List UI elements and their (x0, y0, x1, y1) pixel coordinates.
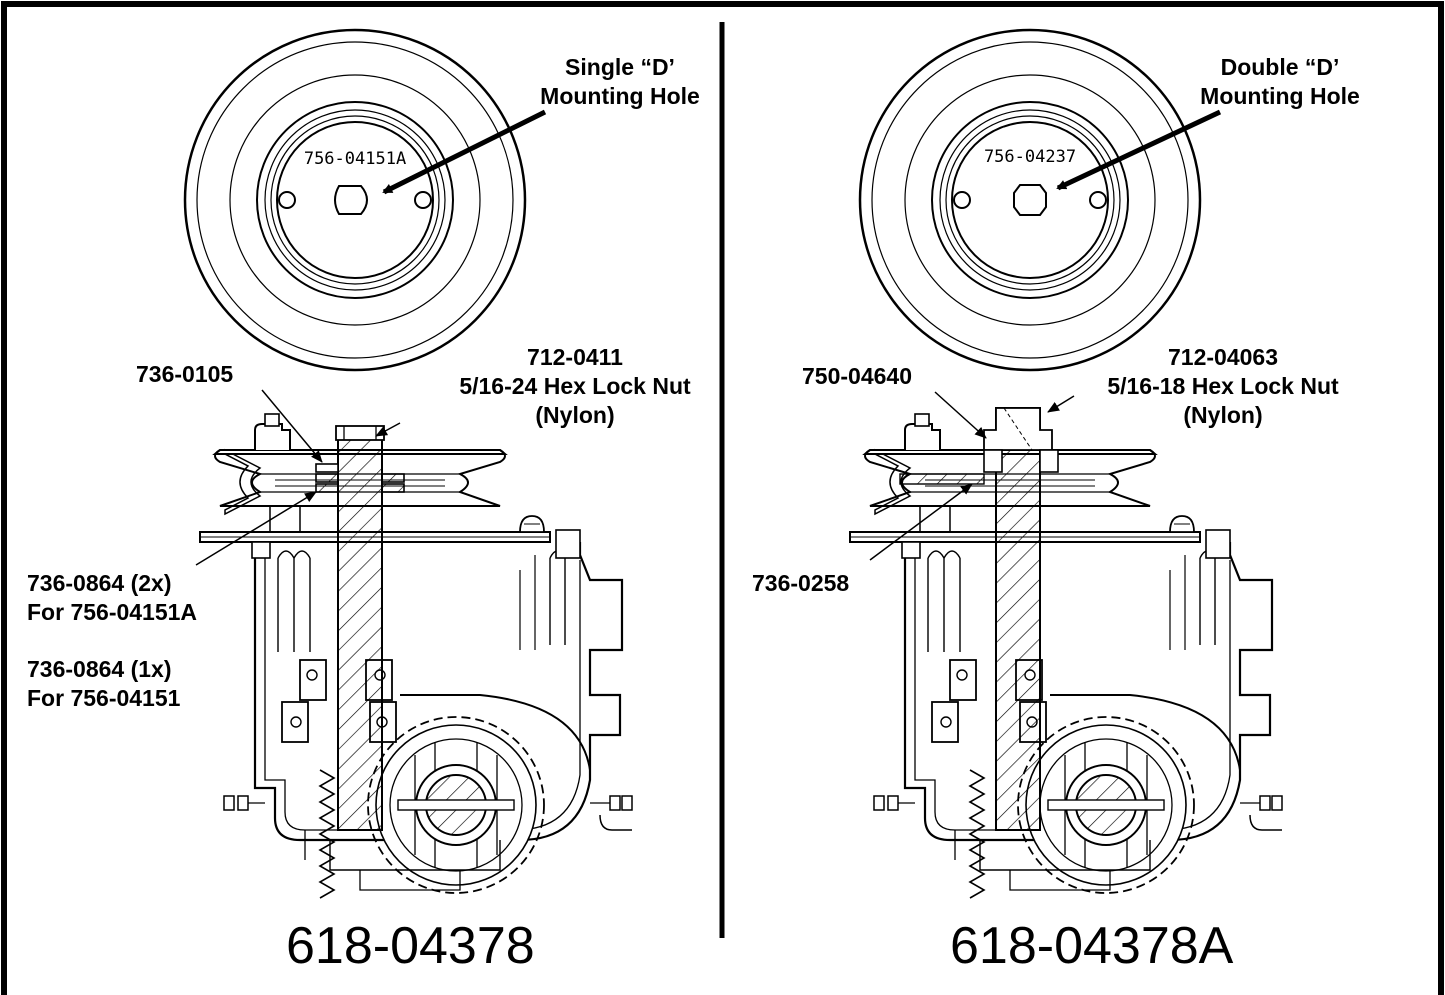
right-upper-part-label: 750-04640 (802, 363, 912, 389)
right-hole-arrow (1056, 109, 1222, 191)
right-lower-part-label: 736-0258 (752, 570, 850, 596)
left-nut-label: 712-0411 5/16-24 Hex Lock Nut (Nylon) (459, 344, 691, 428)
left-pulley-stamp: 756-04151A (304, 149, 406, 169)
right-hole-label: Double “D’ Mounting Hole (1200, 54, 1360, 109)
right-nut-leader (1047, 395, 1075, 413)
right-nut-label: 712-04063 5/16-18 Hex Lock Nut (Nylon) (1107, 344, 1339, 428)
right-model-number: 618-04378A (950, 917, 1234, 975)
left-hole-arrow (382, 109, 547, 195)
left-nut-leader (375, 422, 401, 437)
right-pulley-stamp: 756-04237 (984, 147, 1076, 167)
right-pulley-top-view: 756-04237 (858, 28, 1202, 372)
right-lower-leader (869, 483, 973, 561)
left-upper-leader (261, 389, 323, 463)
right-upper-leader (934, 391, 987, 439)
left-washer-label-b: 736-0864 (1x) For 756-04151 (27, 656, 181, 711)
left-model-number: 618-04378 (286, 917, 535, 975)
left-gearbox-side-view (198, 412, 634, 900)
left-hole-label: Single “D’ Mounting Hole (540, 54, 700, 109)
left-pulley-top-view: 756-04151A (183, 28, 527, 372)
left-upper-part-label: 736-0105 (136, 361, 234, 387)
left-washer-leader (195, 491, 317, 566)
left-washer-label-a: 736-0864 (2x) For 756-04151A (27, 570, 198, 625)
right-gearbox-side-view (848, 407, 1284, 900)
